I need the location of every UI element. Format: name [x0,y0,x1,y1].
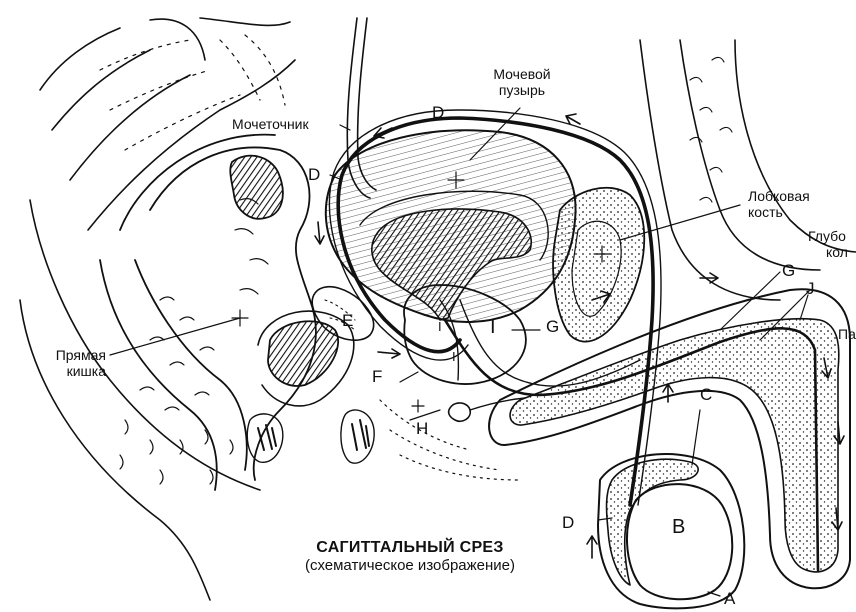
diagram-title-main: САГИТТАЛЬНЫЙ СРЕЗ [228,538,592,557]
sphincter-sections [247,410,374,463]
marker-b: B [672,518,685,536]
ureter-label: Мочеточник [232,116,309,132]
marker-d-top: D [432,104,444,122]
diagram-title: САГИТТАЛЬНЫЙ СРЕЗ (схематическое изображ… [228,538,592,575]
marker-c: C [700,386,712,404]
pubic-bone-label: Лобковая кость [748,188,810,220]
diagram-title-sub: (схематическое изображение) [228,557,592,575]
marker-f: F [372,368,382,386]
pubic-bone [553,188,644,342]
pubic-bone-label-line1: Лобковая [748,188,810,204]
bulbourethral-gland [449,403,471,421]
marker-i-small-1: I [438,318,442,336]
sacrum-texture [100,35,285,150]
marker-d-left: D [308,166,320,184]
marker-j: J [806,280,815,298]
marker-i-small-2: I [452,348,456,366]
bladder-label-line1: Мочевой [493,66,550,82]
marker-a: A [724,590,735,608]
marker-g-mid: G [546,318,559,336]
bladder-label: Мочевой пузырь [472,66,572,98]
perineum-dots [380,400,520,480]
deep-label-line1: Глубо [808,228,846,244]
rectum-label: Прямая кишка [26,347,106,379]
rectum-label-line1: Прямая [56,347,106,363]
abdominal-wall [640,40,856,300]
deep-label-line2: кол [826,244,848,260]
pubic-bone-label-line2: кость [748,204,783,220]
rectum-label-line2: кишка [67,363,106,379]
rectum-lumen-upper [230,156,283,219]
marker-i-big: I [490,318,496,336]
marker-h: H [416,420,428,438]
marker-d-bottom: D [562,514,574,532]
marker-g-right: G [782,262,795,280]
bladder-label-line2: пузырь [499,82,545,98]
pa-label: Па [838,326,856,342]
testis [627,484,732,599]
marker-e: E [342,312,353,330]
spine-outline [20,18,295,600]
